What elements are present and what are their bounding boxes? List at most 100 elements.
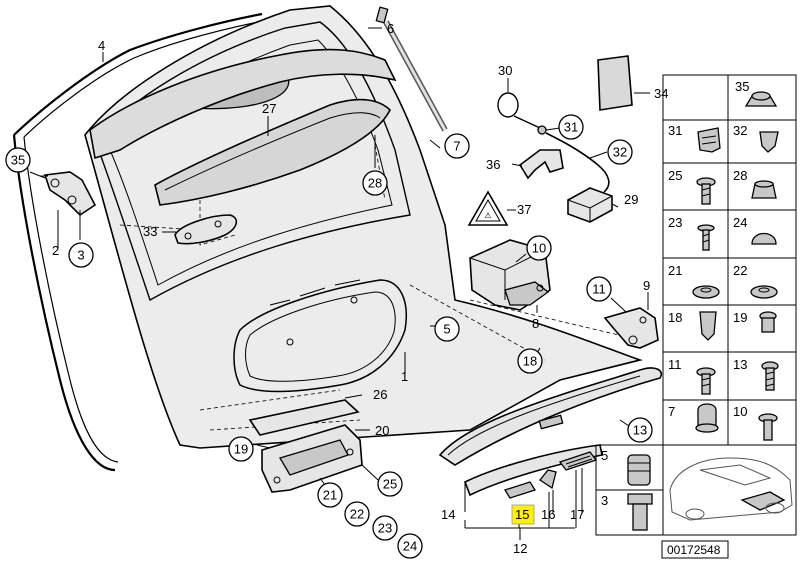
grid-label-3: 3 bbox=[601, 493, 608, 508]
label-29: 29 bbox=[624, 192, 638, 207]
grid-label-31: 31 bbox=[668, 123, 682, 138]
nut-35-icon bbox=[744, 91, 778, 107]
grid-label-35: 35 bbox=[735, 79, 749, 94]
svg-text:10: 10 bbox=[532, 241, 546, 256]
trim-panel-28 bbox=[154, 98, 391, 206]
clip-31-icon bbox=[697, 127, 721, 153]
nut-28-icon bbox=[751, 180, 777, 199]
diagram-id: 00172548 bbox=[667, 543, 721, 557]
grid-label-22: 22 bbox=[733, 263, 747, 278]
callout-3: 3 bbox=[68, 242, 94, 268]
callout-22: 22 bbox=[344, 501, 370, 527]
bracket-36 bbox=[518, 149, 564, 180]
grid-label-19: 19 bbox=[733, 310, 747, 325]
screw-11-icon bbox=[696, 367, 716, 395]
svg-text:32: 32 bbox=[613, 145, 627, 160]
label-14: 14 bbox=[441, 507, 455, 522]
handle-strip bbox=[438, 367, 662, 466]
svg-text:28: 28 bbox=[368, 176, 382, 191]
svg-text:35: 35 bbox=[11, 153, 25, 168]
grid-label-18: 18 bbox=[668, 310, 682, 325]
callout-18: 18 bbox=[517, 348, 543, 374]
callout-32: 32 bbox=[607, 139, 633, 165]
label-33: 33 bbox=[143, 224, 157, 239]
grid-label-25: 25 bbox=[668, 168, 682, 183]
callout-35: 35 bbox=[5, 147, 31, 173]
callout-28: 28 bbox=[362, 170, 388, 196]
svg-text:22: 22 bbox=[350, 507, 364, 522]
svg-text:18: 18 bbox=[523, 354, 537, 369]
hardware-grid bbox=[595, 74, 797, 536]
label-36: 36 bbox=[486, 157, 500, 172]
svg-text:19: 19 bbox=[234, 442, 248, 457]
svg-text:13: 13 bbox=[633, 423, 647, 438]
grommet-19-icon bbox=[759, 311, 777, 333]
label-1: 1 bbox=[401, 369, 408, 384]
tailgate-body bbox=[84, 5, 643, 449]
callout-5: 5 bbox=[434, 316, 460, 342]
pad-34 bbox=[597, 55, 633, 111]
grid-label-23: 23 bbox=[668, 215, 682, 230]
svg-text:25: 25 bbox=[383, 477, 397, 492]
callout-19: 19 bbox=[228, 436, 254, 462]
grid-label-11: 11 bbox=[668, 357, 682, 372]
svg-text:23: 23 bbox=[378, 521, 392, 536]
callout-11: 11 bbox=[586, 276, 612, 302]
grid-label-13: 13 bbox=[733, 357, 747, 372]
warning-label-37: ⚠ bbox=[467, 190, 509, 226]
grid-label-28: 28 bbox=[733, 168, 747, 183]
screw-10-icon bbox=[758, 413, 778, 441]
label-15: 15 bbox=[515, 507, 529, 522]
label-26: 26 bbox=[373, 387, 387, 402]
bolt-3-icon bbox=[627, 493, 653, 531]
label-4: 4 bbox=[98, 38, 105, 53]
label-2: 2 bbox=[52, 243, 59, 258]
label-12: 12 bbox=[513, 541, 527, 556]
callout-25: 25 bbox=[377, 471, 403, 497]
inner-trim-27 bbox=[89, 48, 397, 160]
label-8: 8 bbox=[532, 316, 539, 331]
cap-24-icon bbox=[751, 232, 777, 245]
label-17: 17 bbox=[570, 507, 584, 522]
svg-text:24: 24 bbox=[403, 539, 417, 554]
clip-32-icon bbox=[759, 131, 779, 153]
callout-7: 7 bbox=[444, 133, 470, 159]
label-27: 27 bbox=[262, 101, 276, 116]
label-16: 16 bbox=[541, 507, 555, 522]
screw-25-icon bbox=[696, 177, 716, 205]
svg-text:3: 3 bbox=[77, 248, 84, 263]
tailgate-window-frame bbox=[94, 21, 411, 302]
tailgate-lock bbox=[469, 239, 551, 311]
screw-23-icon bbox=[697, 224, 715, 251]
grid-label-21: 21 bbox=[668, 263, 682, 278]
label-6: 6 bbox=[387, 21, 394, 36]
callout-31: 31 bbox=[558, 114, 584, 140]
label-37: 37 bbox=[517, 202, 531, 217]
clip-18-icon bbox=[699, 311, 717, 341]
label-9: 9 bbox=[643, 278, 650, 293]
label-20: 20 bbox=[375, 423, 389, 438]
washer-22-icon bbox=[750, 285, 778, 299]
grid-label-24: 24 bbox=[733, 215, 747, 230]
grid-label-5: 5 bbox=[601, 448, 608, 463]
svg-text:31: 31 bbox=[564, 120, 578, 135]
svg-text:5: 5 bbox=[443, 322, 450, 337]
callout-24: 24 bbox=[397, 533, 423, 559]
washer-21-icon bbox=[692, 285, 720, 299]
release-cable bbox=[497, 92, 610, 193]
highlight-15 bbox=[511, 504, 535, 525]
screw-13-icon bbox=[761, 361, 779, 391]
svg-text:⚠: ⚠ bbox=[484, 211, 491, 220]
bracket-9 bbox=[603, 307, 659, 349]
car-icon bbox=[669, 457, 793, 521]
svg-text:7: 7 bbox=[453, 139, 460, 154]
tailgate-seal bbox=[12, 12, 263, 472]
diagram-id-box bbox=[661, 540, 729, 559]
gas-strut bbox=[375, 6, 448, 132]
label-30: 30 bbox=[498, 63, 512, 78]
license-plate-recess bbox=[233, 279, 407, 393]
callout-13: 13 bbox=[627, 417, 653, 443]
license-plate-holder bbox=[248, 399, 363, 493]
label-34: 34 bbox=[654, 86, 668, 101]
